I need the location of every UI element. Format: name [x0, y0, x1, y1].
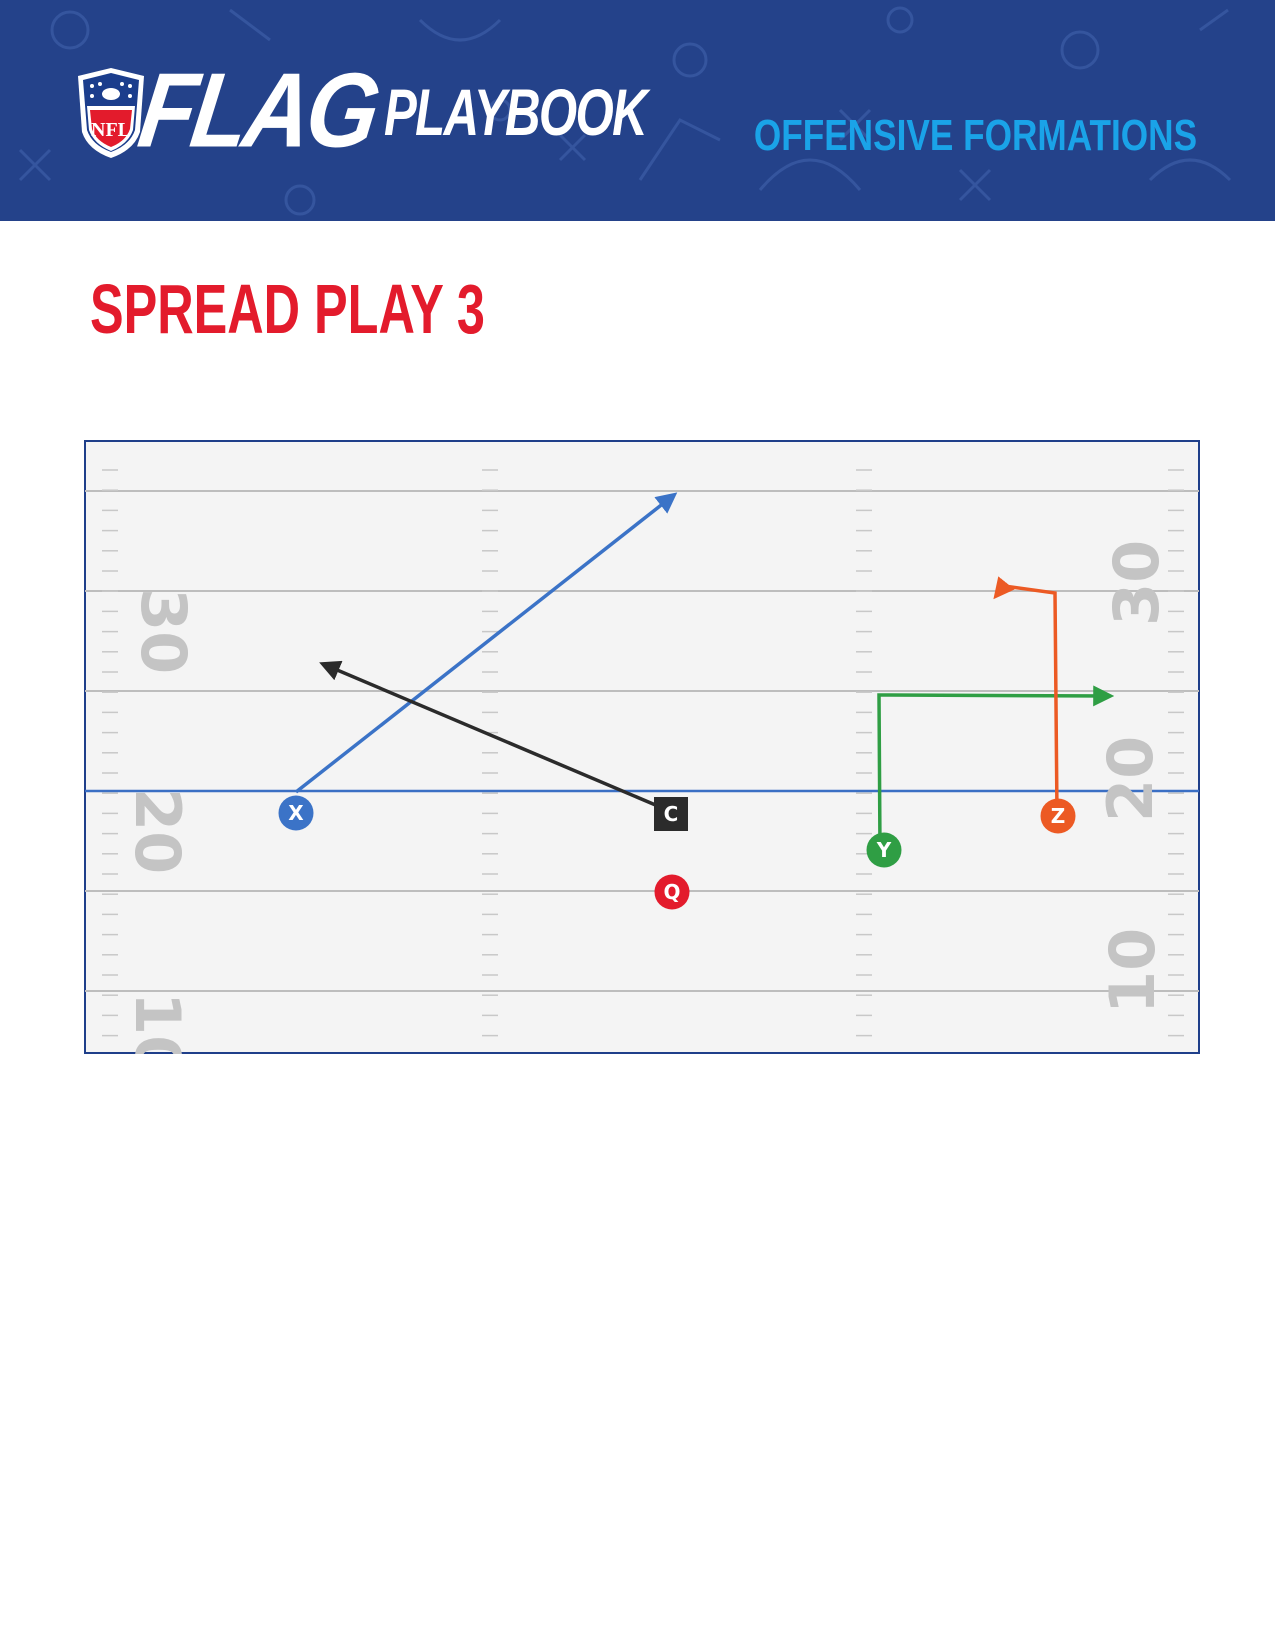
- nfl-shield-logo: NFL: [78, 68, 144, 158]
- player-x-label: X: [288, 801, 304, 825]
- left-yard-number-30: 30: [127, 588, 200, 674]
- play-diagram: 30 20 10 30 20 10 X C Y Z Q: [84, 440, 1200, 1054]
- section-title: OFFENSIVE FORMATIONS: [753, 111, 1197, 160]
- route-c: [319, 660, 673, 814]
- hash-marks: [102, 469, 1184, 1037]
- football-field: 30 20 10 30 20 10 X C Y Z Q: [84, 440, 1200, 1054]
- route-x: [294, 492, 678, 794]
- right-yard-number-10: 10: [1096, 928, 1169, 1014]
- player-x: X: [278, 795, 314, 831]
- player-y: Y: [866, 832, 902, 868]
- header-banner: NFL FLAG PLAYBOOK OFFENSIVE FORMATIONS: [0, 0, 1275, 221]
- player-z-label: Z: [1051, 804, 1066, 828]
- left-yard-number-10: 10: [121, 992, 194, 1054]
- player-q: Q: [654, 874, 690, 910]
- header-pattern: [18, 6, 1232, 216]
- right-yard-number-20: 20: [1094, 736, 1167, 822]
- play-title: SPREAD PLAY 3: [90, 270, 485, 348]
- player-z: Z: [1040, 798, 1076, 834]
- right-yard-number-30: 30: [1100, 540, 1173, 626]
- left-yard-number-20: 20: [121, 788, 194, 874]
- player-c-label: C: [664, 802, 679, 826]
- field-border: [84, 440, 1200, 1054]
- brand-flag-wordmark: FLAG: [132, 52, 384, 170]
- nfl-logo-text: NFL: [91, 119, 131, 141]
- route-y: [877, 685, 1115, 851]
- player-c: C: [654, 797, 688, 831]
- route-z: [993, 576, 1059, 816]
- player-q-label: Q: [663, 880, 680, 904]
- player-y-label: Y: [876, 838, 892, 862]
- brand-playbook-wordmark: PLAYBOOK: [384, 75, 648, 150]
